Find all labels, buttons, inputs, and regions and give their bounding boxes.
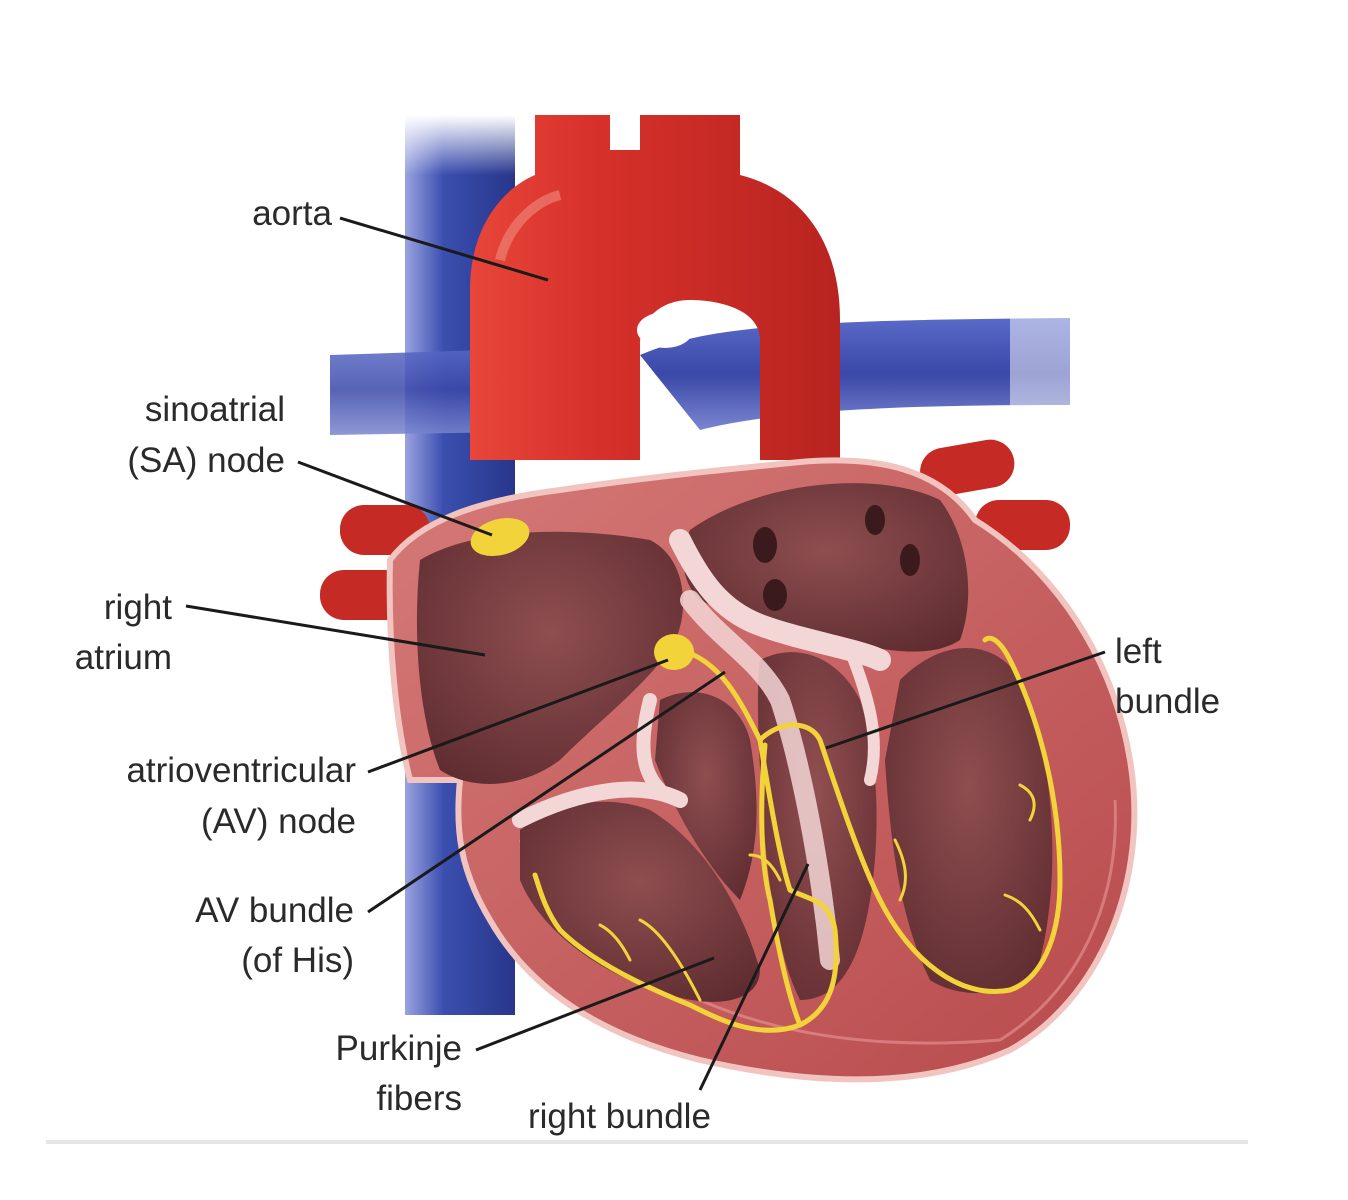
conduction-system bbox=[532, 635, 1063, 1033]
label-av-node-line1: atrioventricular bbox=[126, 751, 356, 790]
leader-av-node bbox=[367, 658, 669, 774]
leader-right-bundle bbox=[698, 863, 810, 1091]
leader-purkinje bbox=[475, 956, 715, 1052]
leader-left-bundle bbox=[825, 650, 1106, 750]
leader-av-bundle bbox=[367, 670, 726, 914]
av-node-marker bbox=[654, 634, 694, 670]
label-right-atrium-line1: right bbox=[103, 588, 172, 627]
label-right-bundle: right bundle bbox=[528, 1097, 711, 1136]
sa-node-marker bbox=[470, 517, 530, 557]
label-purkinje-line2: fibers bbox=[376, 1079, 462, 1118]
leader-right-atrium bbox=[185, 604, 486, 657]
leader-aorta bbox=[339, 216, 549, 282]
label-sa-node-line2: (SA) node bbox=[127, 441, 285, 480]
leader-sa-node bbox=[297, 460, 493, 537]
bottom-divider bbox=[46, 1140, 1248, 1144]
label-av-bundle-line2: (of His) bbox=[241, 941, 354, 980]
label-left-bundle-line2: bundle bbox=[1115, 682, 1221, 721]
label-right-atrium-line2: atrium bbox=[74, 638, 172, 677]
label-aorta: aorta bbox=[252, 194, 332, 233]
label-av-node-line2: (AV) node bbox=[201, 802, 356, 841]
label-left-bundle-line1: left bbox=[1115, 632, 1162, 671]
aorta-vessel bbox=[470, 115, 840, 460]
chambers bbox=[416, 483, 1053, 1002]
label-av-bundle-line1: AV bundle bbox=[195, 891, 354, 930]
leader-lines bbox=[185, 216, 1106, 1091]
label-sa-node-line1: sinoatrial bbox=[144, 390, 285, 429]
label-purkinje-line1: Purkinje bbox=[335, 1029, 462, 1068]
